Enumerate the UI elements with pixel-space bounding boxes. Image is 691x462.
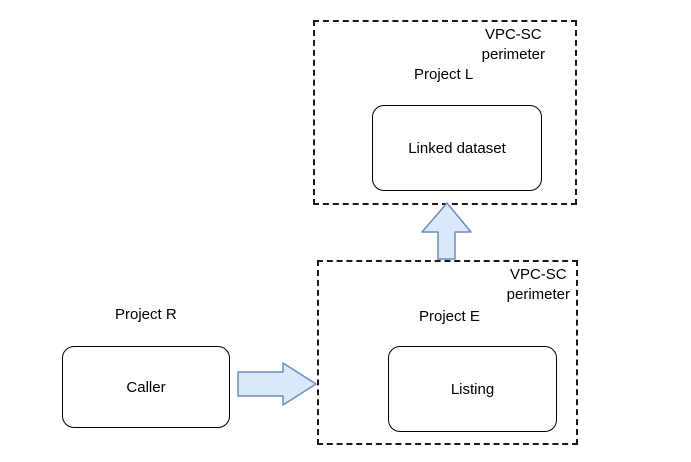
vpc-perimeter-top-label: VPC-SC perimeter xyxy=(482,25,545,65)
arrow-up-outline xyxy=(421,202,472,260)
arrow-right-outline xyxy=(237,362,317,406)
project-r-label: Project R xyxy=(115,306,177,323)
arrow-right-caller-to-listing xyxy=(237,362,317,406)
arrow-up-shape xyxy=(422,203,471,259)
vpc-perimeter-top: VPC-SC perimeter Project L Linked datase… xyxy=(313,20,577,205)
linked-dataset-node: Linked dataset xyxy=(372,105,542,191)
listing-node-label: Listing xyxy=(450,380,495,398)
vpc-perimeter-bottom-label-line1: VPC-SC xyxy=(509,266,567,283)
vpc-perimeter-top-label-line1: VPC-SC xyxy=(484,26,542,43)
vpc-perimeter-top-label-line2: perimeter xyxy=(481,46,545,63)
project-l-label: Project L xyxy=(414,66,474,83)
project-e-label: Project E xyxy=(419,308,480,325)
listing-node: Listing xyxy=(388,346,557,432)
arrow-right-shape xyxy=(238,363,316,405)
vpc-perimeter-bottom-label-line2: perimeter xyxy=(506,286,570,303)
vpc-perimeter-bottom-label: VPC-SC perimeter xyxy=(507,265,570,305)
vpc-perimeter-bottom: VPC-SC perimeter Project E Listing xyxy=(317,260,578,445)
arrow-up-listing-to-linked-dataset xyxy=(421,202,472,260)
caller-node: Caller xyxy=(62,346,230,428)
linked-dataset-node-label: Linked dataset xyxy=(408,139,506,157)
caller-node-label: Caller xyxy=(126,378,166,396)
